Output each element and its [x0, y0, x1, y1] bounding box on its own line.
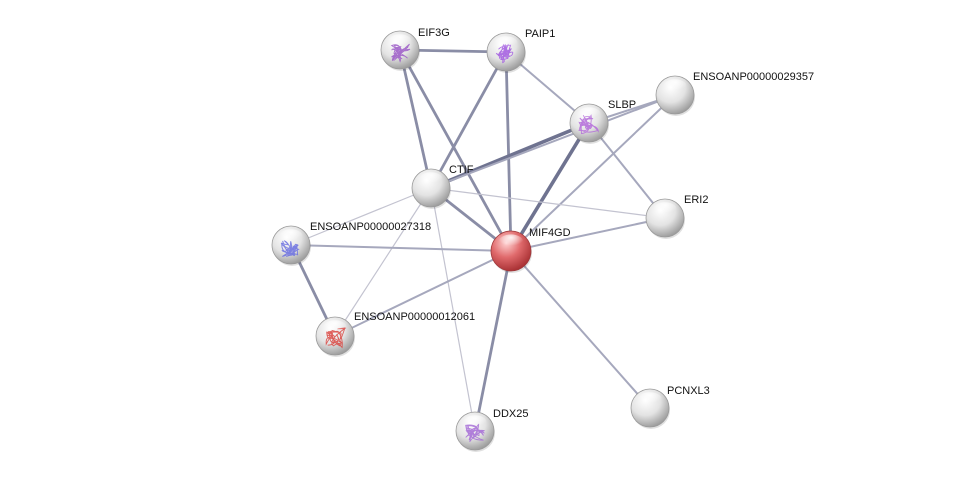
edge-ensoanp00000012061-mif4gd[interactable] — [334, 250, 512, 337]
node-paip1[interactable]: PAIP1 — [486, 28, 555, 73]
node-label-ddx25: DDX25 — [493, 408, 528, 420]
edge-eif3g-ctif[interactable] — [398, 48, 433, 190]
node-label-mif4gd: MIF4GD — [529, 227, 571, 239]
node-mif4gd[interactable]: MIF4GD — [490, 227, 571, 273]
node-ensoanp00000012061[interactable]: ENSOANP00000012061 — [315, 311, 475, 357]
node-gloss — [653, 202, 677, 217]
protein-structure-icon — [390, 43, 411, 63]
protein-structure-icon — [280, 240, 300, 257]
node-ensoanp00000027318[interactable]: ENSOANP00000027318 — [271, 221, 431, 266]
node-label-ensoanp00000029357: ENSOANP00000029357 — [693, 71, 814, 83]
edge-ensoanp00000027318-mif4gd[interactable] — [290, 244, 512, 252]
protein-structure-icon — [578, 114, 599, 135]
node-gloss — [577, 107, 601, 122]
node-eif3g[interactable]: EIF3G — [380, 27, 450, 71]
edge-mif4gd-eri2[interactable] — [510, 217, 666, 252]
edge-ctif-eri2[interactable] — [430, 187, 666, 219]
edge-ensoanp00000029357-mif4gd[interactable] — [510, 94, 676, 252]
node-label-ensoanp00000012061: ENSOANP00000012061 — [354, 311, 475, 323]
node-ensoanp00000029357[interactable]: ENSOANP00000029357 — [655, 71, 814, 116]
node-label-slbp: SLBP — [608, 99, 636, 111]
edge-ctif-ensoanp00000027318[interactable] — [290, 187, 432, 246]
node-gloss — [279, 229, 303, 244]
edge-eif3g-mif4gd[interactable] — [398, 48, 513, 253]
edge-mif4gd-pcnxl3[interactable] — [510, 250, 651, 409]
protein-structure-icon — [465, 423, 486, 442]
node-ctif[interactable]: CTIF — [411, 164, 474, 209]
node-label-ctif: CTIF — [449, 164, 474, 176]
node-pcnxl3[interactable]: PCNXL3 — [630, 385, 710, 429]
node-label-ensoanp00000027318: ENSOANP00000027318 — [310, 221, 431, 233]
edge-mif4gd-ddx25[interactable] — [473, 249, 513, 433]
node-gloss — [663, 79, 687, 94]
edge-slbp-mif4gd[interactable] — [509, 121, 591, 253]
node-ddx25[interactable]: DDX25 — [455, 408, 528, 452]
node-label-eri2: ERI2 — [684, 194, 708, 206]
node-label-pcnxl3: PCNXL3 — [667, 385, 710, 397]
edge-paip1-mif4gd[interactable] — [504, 50, 513, 253]
node-gloss — [323, 320, 347, 335]
node-gloss — [638, 392, 662, 407]
node-eri2[interactable]: ERI2 — [645, 194, 708, 239]
node-gloss — [494, 36, 518, 51]
node-gloss — [388, 34, 412, 49]
node-gloss — [419, 172, 443, 187]
edge-ctif-ensoanp00000012061[interactable] — [334, 187, 432, 337]
node-label-paip1: PAIP1 — [525, 28, 555, 40]
edge-ctif-ddx25[interactable] — [430, 187, 476, 432]
node-label-eif3g: EIF3G — [418, 27, 450, 39]
edge-ensoanp00000029357-ctif[interactable] — [430, 94, 676, 189]
node-slbp[interactable]: SLBP — [569, 99, 636, 144]
node-gloss — [463, 415, 487, 430]
node-gloss — [498, 234, 524, 250]
edge-slbp-eri2[interactable] — [588, 122, 666, 219]
edge-paip1-ctif[interactable] — [429, 50, 508, 190]
